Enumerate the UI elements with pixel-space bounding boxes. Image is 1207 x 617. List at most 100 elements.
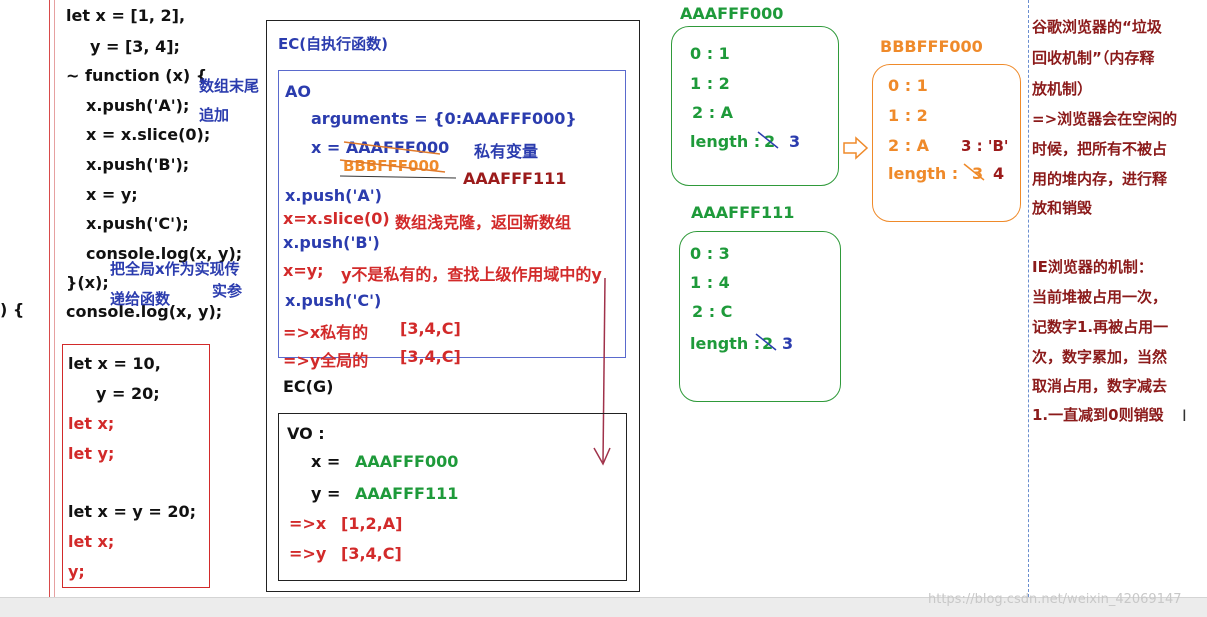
gc-note-7: 放和销毁 xyxy=(1032,199,1093,217)
ie-note-5: 取消占用，数字减去 xyxy=(1032,377,1168,395)
vo-x-res-label: =>x xyxy=(289,514,327,533)
gc-note-6: 用的堆内存，进行释 xyxy=(1032,170,1168,188)
code-line-5: x = x.slice(0); xyxy=(86,125,211,144)
let-line-7: y; xyxy=(68,562,85,581)
heap3-row-0: 0 : 3 xyxy=(690,244,730,263)
ie-note-2: 当前堆被占用一次， xyxy=(1032,288,1168,306)
heap3-length-label: length : xyxy=(690,334,761,353)
heap3-title: AAAFFF111 xyxy=(691,203,795,222)
gc-note-3: 放机制） xyxy=(1032,80,1093,98)
heap2-title: BBBFFF000 xyxy=(880,37,983,56)
code-line-11: console.log(x, y); xyxy=(66,302,223,321)
text-cursor-icon: I xyxy=(1182,406,1187,425)
heap2-length-new: 4 xyxy=(993,164,1005,183)
step-slice-note: 数组浅克隆，返回新数组 xyxy=(395,213,572,232)
heap3-row-1: 1 : 4 xyxy=(690,273,730,292)
heap3-length-new: 3 xyxy=(782,334,794,353)
stray-brace: ) { xyxy=(0,300,25,319)
step-slice: x=x.slice(0) xyxy=(283,209,390,228)
step-x-private: =>x私有的 xyxy=(283,323,369,342)
ao-box xyxy=(278,70,626,358)
vo-y-label: y = xyxy=(311,484,341,503)
heap2-row-0: 0 : 1 xyxy=(888,76,928,95)
let-line-2: y = 20; xyxy=(96,384,160,403)
heap3-strike xyxy=(755,333,777,351)
ec-self-title: EC(自执行函数) xyxy=(278,35,388,53)
ie-note-3: 记数字1.再被占用一 xyxy=(1032,318,1169,336)
ie-note-6: 1.一直减到0则销毁 xyxy=(1032,406,1164,424)
vo-box xyxy=(278,413,627,581)
vo-x-res: [1,2,A] xyxy=(341,514,403,533)
heap1-box xyxy=(671,26,839,186)
step-push-a: x.push('A') xyxy=(285,186,382,205)
vo-y-res: [3,4,C] xyxy=(341,544,402,563)
heap2-length-old: 3 xyxy=(972,164,984,183)
step-push-b: x.push('B') xyxy=(283,233,380,252)
heap1-row-1: 1 : 2 xyxy=(690,74,730,93)
left-margin-line-2 xyxy=(54,0,55,597)
let-line-6: let x; xyxy=(68,532,115,551)
code-line-2: y = [3, 4]; xyxy=(90,37,180,56)
flow-arrow xyxy=(593,278,611,466)
heap2-box xyxy=(872,64,1021,222)
step-y-note: y不是私有的，查找上级作用域中的y xyxy=(341,265,602,284)
ao-label: AO xyxy=(285,82,311,101)
ao-aaa111: AAAFFF111 xyxy=(463,169,567,188)
heap2-length-label: length : xyxy=(888,164,959,183)
gc-note-4: =>浏览器会在空闲的 xyxy=(1032,110,1178,128)
step-y-val: [3,4,C] xyxy=(400,347,461,366)
bottom-scroll-strip[interactable] xyxy=(0,597,1207,617)
let-line-3: let x; xyxy=(68,414,115,433)
note-array-tail: 数组末尾 xyxy=(199,77,260,95)
note-actual-param: 实参 xyxy=(212,282,243,300)
code-line-8: x.push('C'); xyxy=(86,214,189,233)
heap2-strike xyxy=(963,163,985,181)
heap1-length-label: length : xyxy=(690,132,761,151)
notes-separator xyxy=(1028,0,1029,597)
step-push-c: x.push('C') xyxy=(285,291,382,310)
code-line-1: let x = [1, 2], xyxy=(66,6,186,25)
ao-strike-marks xyxy=(339,141,457,179)
code-line-3: ~ function (x) { xyxy=(66,66,208,85)
vo-x-label: x = xyxy=(311,452,341,471)
let-line-4: let y; xyxy=(68,444,115,463)
let-line-1: let x = 10, xyxy=(68,354,161,373)
note-global-pass: 把全局x作为实现传 xyxy=(110,260,240,278)
code-line-4: x.push('A'); xyxy=(86,96,190,115)
gc-note-2: 回收机制”（内存释 xyxy=(1032,49,1155,67)
let-demo-box xyxy=(62,344,210,588)
code-line-9: console.log(x, y); xyxy=(86,244,243,263)
ao-private-var: 私有变量 xyxy=(474,142,539,161)
ec-g-title: EC(G) xyxy=(283,377,334,396)
heap2-extra: 3 : 'B' xyxy=(961,137,1009,155)
heap1-title: AAAFFF000 xyxy=(680,4,784,23)
heap1-strike xyxy=(757,131,779,149)
let-line-5: let x = y = 20; xyxy=(68,502,197,521)
heap3-row-2: 2 : C xyxy=(692,302,733,321)
gc-note-5: 时候，把所有不被占 xyxy=(1032,140,1168,158)
vo-label: VO : xyxy=(287,424,325,443)
heap1-length-new: 3 xyxy=(789,132,801,151)
watermark: https://blog.csdn.net/weixin_42069147 xyxy=(928,592,1182,607)
code-line-6: x.push('B'); xyxy=(86,155,190,174)
heap3-box xyxy=(679,231,841,402)
ec-outer-box xyxy=(266,20,640,592)
step-x-val: [3,4,C] xyxy=(400,319,461,338)
ie-note-4: 次，数字累加，当然 xyxy=(1032,348,1168,366)
vo-y-res-label: =>y xyxy=(289,544,327,563)
code-line-7: x = y; xyxy=(86,185,138,204)
heap2-row-1: 1 : 2 xyxy=(888,106,928,125)
ie-note-1: IE浏览器的机制： xyxy=(1032,258,1153,276)
step-x-eq-y: x=y; xyxy=(283,261,324,280)
heap2-row-2: 2 : A xyxy=(888,136,930,155)
vo-x-val: AAAFFF000 xyxy=(355,452,459,471)
ao-arguments: arguments = {0:AAAFFF000} xyxy=(311,109,577,128)
gc-note-1: 谷歌浏览器的“垃圾 xyxy=(1032,18,1162,36)
heap1-row-2: 2 : A xyxy=(692,103,734,122)
copy-arrow xyxy=(843,136,869,160)
note-append: 追加 xyxy=(199,106,230,124)
vo-y-val: AAAFFF111 xyxy=(355,484,459,503)
step-y-global: =>y全局的 xyxy=(283,351,369,370)
code-line-10: }(x); xyxy=(66,273,109,292)
left-margin-line-1 xyxy=(49,0,50,597)
